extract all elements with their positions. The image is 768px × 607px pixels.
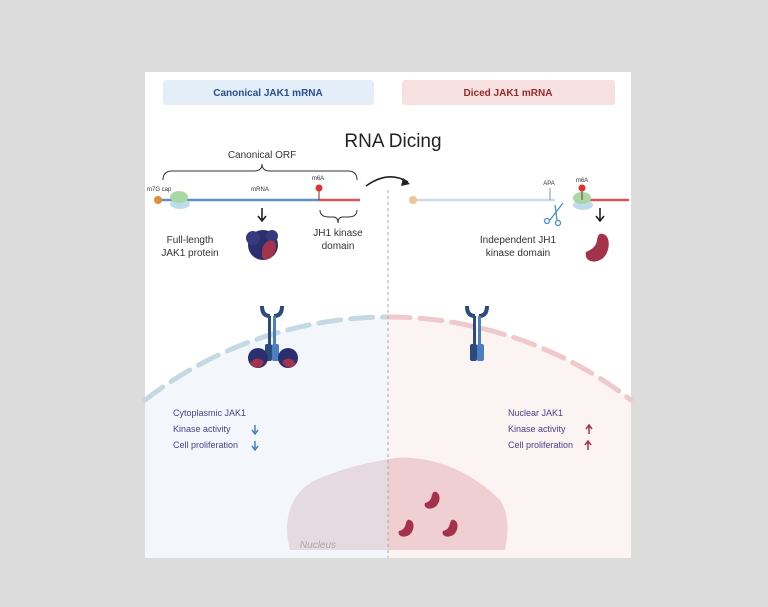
jh1-label-line1: JH1 kinase [313, 228, 363, 239]
nucleus-label: Nucleus [300, 540, 336, 551]
nucleus-right [388, 457, 508, 550]
orf-brace [162, 163, 358, 181]
jh1-domain-protein-icon [585, 233, 609, 262]
m6a-label-diced: m6A [576, 178, 588, 184]
kinase-up-arrow-icon [585, 423, 593, 434]
left-kinase-label: Kinase activity [173, 424, 231, 434]
m6a-label-canonical: m6A [312, 176, 324, 182]
mrna-label: mRNA [251, 187, 269, 193]
orf-label: Canonical ORF [228, 150, 296, 161]
title: RNA Dicing [344, 131, 441, 152]
translation-arrow-icon [257, 208, 267, 223]
header-diced-box [402, 80, 615, 105]
left-proliferation-label: Cell proliferation [173, 440, 238, 450]
full-length-jak1-protein-icon [246, 230, 278, 260]
right-proliferation-label: Cell proliferation [508, 440, 573, 450]
dicing-arrowhead-icon [401, 178, 410, 186]
nuclear-jh1-protein-icon [424, 491, 440, 509]
proliferation-up-arrow-icon [584, 439, 592, 450]
diced-translation-arrow-icon [595, 208, 605, 223]
proliferation-down-arrow-icon [251, 441, 259, 452]
jh1-label-line2: domain [322, 241, 355, 252]
receptor-right-icon [465, 305, 489, 361]
diced-cap-icon [409, 196, 417, 204]
m7g-cap-icon [154, 196, 162, 204]
nuclear-jh1-protein-icon [398, 519, 414, 537]
right-cell-title: Nuclear JAK1 [508, 408, 563, 418]
diced-protein-line1: Independent JH1 [480, 235, 557, 246]
header-canonical-box [163, 80, 374, 105]
nuclear-jh1-protein-icon [442, 519, 458, 537]
apa-label: APA [543, 181, 555, 187]
scissors-icon [543, 202, 564, 227]
kinase-down-arrow-icon [251, 425, 259, 436]
cell-membrane-left [142, 314, 391, 403]
protein-label-line2: JAK1 protein [161, 248, 218, 259]
left-cell-title: Cytoplasmic JAK1 [173, 408, 246, 418]
diced-m6a-mark-icon [578, 184, 586, 192]
diced-protein-line2: kinase domain [486, 248, 550, 259]
header-diced: Diced JAK1 mRNA [464, 88, 553, 99]
cell-membrane-right [385, 314, 634, 403]
nucleus-left [287, 459, 388, 550]
m6a-mark-icon [315, 184, 323, 192]
ribosome-large-icon [170, 191, 188, 203]
jh1-brace [319, 209, 358, 224]
cap-label: m7G cap [147, 187, 172, 193]
jak1-protein-bound-left-icon [248, 348, 298, 368]
header-canonical: Canonical JAK1 mRNA [213, 88, 322, 99]
protein-label-line1: Full-length [167, 235, 214, 246]
right-kinase-label: Kinase activity [508, 424, 566, 434]
